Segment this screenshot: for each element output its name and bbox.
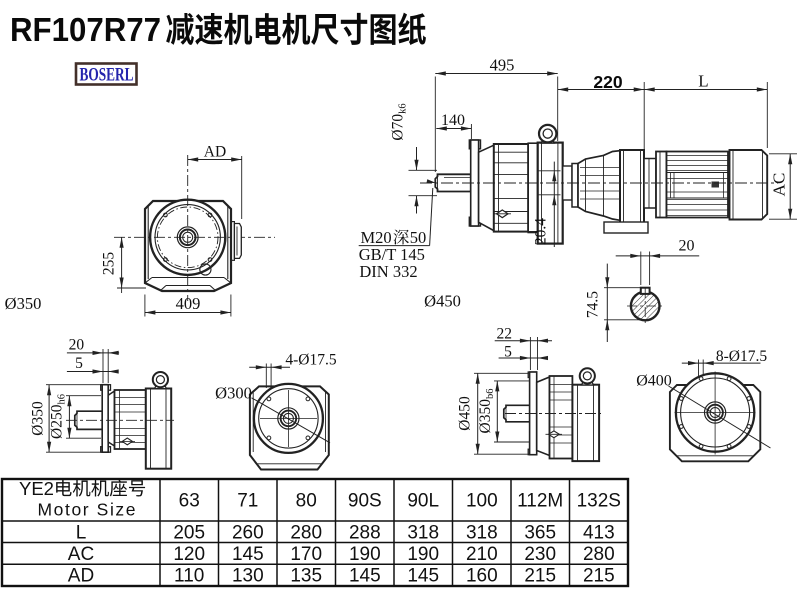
svg-text:215: 215 <box>524 566 556 587</box>
svg-text:5: 5 <box>504 344 512 361</box>
svg-text:260: 260 <box>232 523 264 544</box>
svg-text:DIN 332: DIN 332 <box>359 262 417 281</box>
svg-text:Ø300: Ø300 <box>215 384 252 403</box>
svg-text:M20: M20 <box>361 228 392 247</box>
svg-text:230: 230 <box>524 544 556 565</box>
svg-text:255: 255 <box>101 252 118 276</box>
svg-text:Ø450: Ø450 <box>457 396 474 431</box>
svg-text:110: 110 <box>174 566 204 587</box>
svg-text:Ø350: Ø350 <box>5 294 42 313</box>
svg-text:413: 413 <box>583 523 615 544</box>
svg-text:4-Ø17.5: 4-Ø17.5 <box>285 352 336 369</box>
svg-text:BOSERL: BOSERL <box>80 66 134 86</box>
svg-text:210: 210 <box>466 544 498 565</box>
svg-text:318: 318 <box>407 523 439 544</box>
svg-text:AC: AC <box>770 173 789 197</box>
svg-text:20.4: 20.4 <box>533 218 550 245</box>
svg-text:71: 71 <box>237 491 258 512</box>
svg-text:409: 409 <box>176 294 201 313</box>
svg-text:132S: 132S <box>577 491 621 512</box>
svg-text:120: 120 <box>173 544 205 565</box>
svg-text:Ø350b6: Ø350b6 <box>477 389 496 434</box>
svg-text:AD: AD <box>204 144 226 161</box>
svg-text:100: 100 <box>466 491 498 512</box>
svg-text:5: 5 <box>75 355 83 372</box>
svg-text:Motor Size: Motor Size <box>38 500 136 520</box>
svg-text:280: 280 <box>583 544 615 565</box>
svg-text:90L: 90L <box>407 491 439 512</box>
svg-text:215: 215 <box>583 566 615 587</box>
svg-text:AC: AC <box>68 544 94 565</box>
svg-text:74.5: 74.5 <box>585 291 602 318</box>
svg-text:90S: 90S <box>348 491 382 512</box>
svg-text:145: 145 <box>232 544 264 565</box>
svg-text:318: 318 <box>466 523 498 544</box>
svg-text:145: 145 <box>349 566 381 587</box>
svg-text:140: 140 <box>441 112 465 129</box>
svg-text:63: 63 <box>179 491 200 512</box>
svg-text:Ø400: Ø400 <box>636 373 672 390</box>
svg-text:365: 365 <box>524 523 556 544</box>
svg-text:22: 22 <box>497 326 513 343</box>
svg-text:50: 50 <box>410 228 427 247</box>
svg-text:130: 130 <box>232 566 264 587</box>
svg-text:Ø350: Ø350 <box>29 401 46 436</box>
svg-text:80: 80 <box>296 491 317 512</box>
svg-text:20: 20 <box>69 337 85 354</box>
svg-text:112M: 112M <box>517 491 563 512</box>
svg-text:205: 205 <box>173 523 205 544</box>
svg-text:135: 135 <box>290 566 322 587</box>
svg-text:AD: AD <box>68 566 94 587</box>
svg-text:L: L <box>698 72 708 91</box>
svg-text:288: 288 <box>349 523 381 544</box>
svg-text:280: 280 <box>290 523 322 544</box>
svg-text:145: 145 <box>407 566 439 587</box>
svg-text:GB/T 145: GB/T 145 <box>359 245 425 264</box>
svg-text:495: 495 <box>490 56 515 75</box>
svg-text:RF107R77: RF107R77 <box>10 11 161 48</box>
svg-text:Ø250h6: Ø250h6 <box>48 394 67 439</box>
svg-text:170: 170 <box>290 544 322 565</box>
svg-text:190: 190 <box>407 544 439 565</box>
svg-text:220: 220 <box>593 72 622 92</box>
svg-text:20: 20 <box>679 238 695 255</box>
svg-text:Ø450: Ø450 <box>424 292 461 311</box>
svg-text:L: L <box>76 523 87 544</box>
svg-text:YE2: YE2 <box>19 478 54 499</box>
svg-text:190: 190 <box>349 544 381 565</box>
svg-text:8-Ø17.5: 8-Ø17.5 <box>716 348 767 365</box>
svg-text:160: 160 <box>466 566 498 587</box>
